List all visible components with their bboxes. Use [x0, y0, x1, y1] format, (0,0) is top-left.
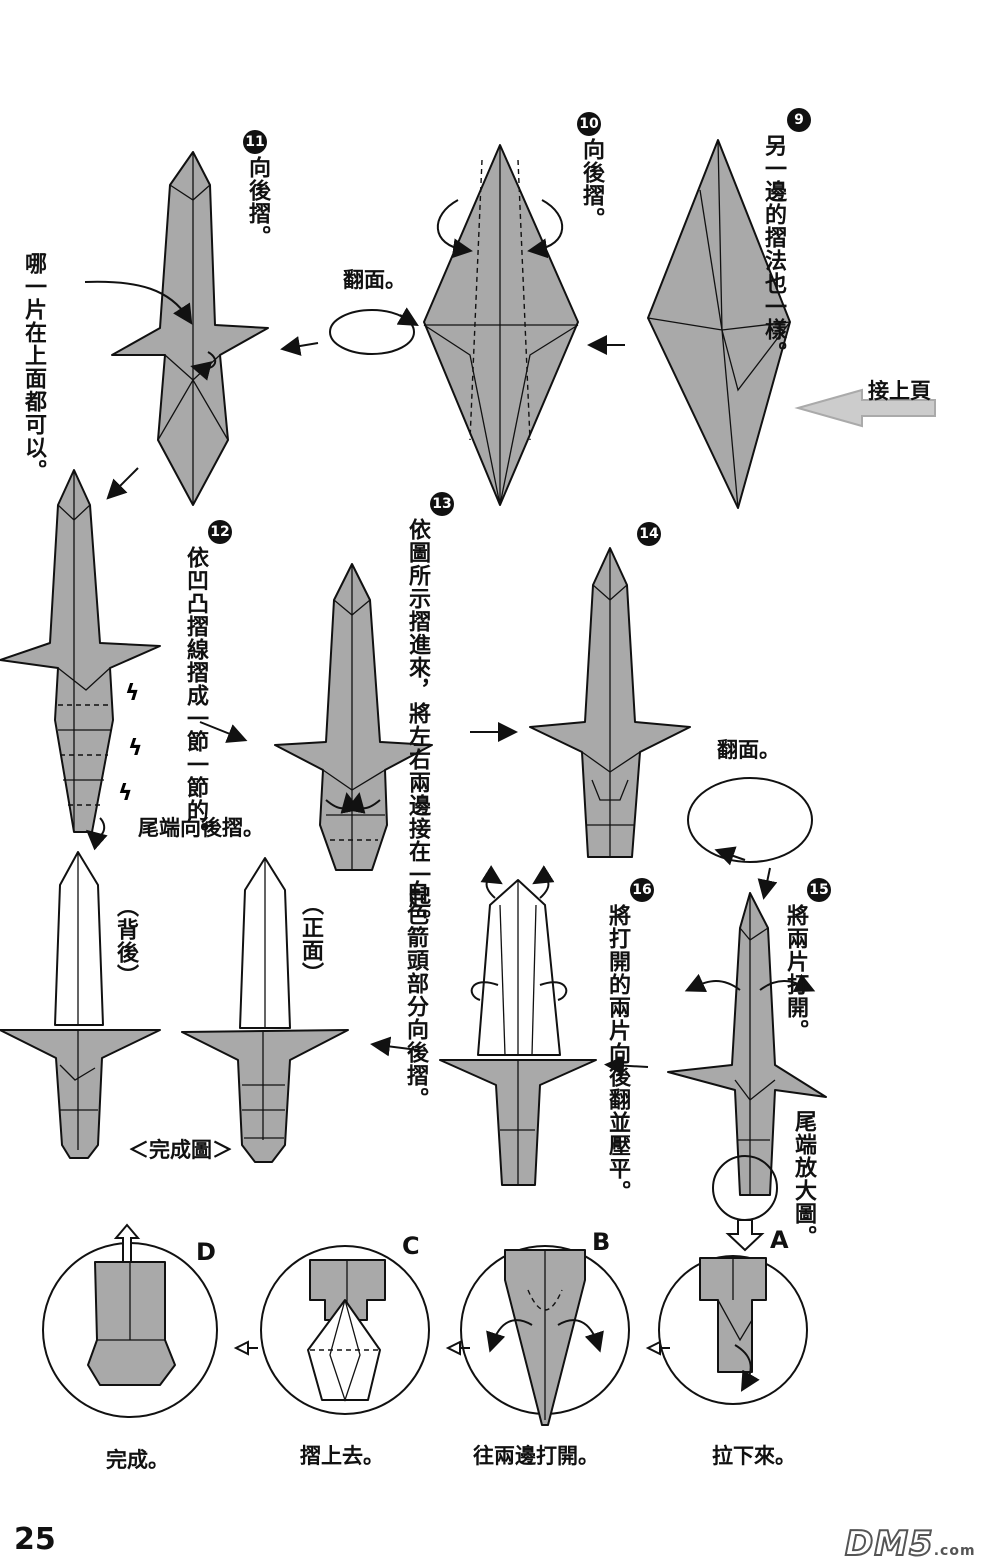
step10-figure [423, 144, 579, 506]
arrow-14-to-15 [757, 867, 778, 900]
step14-figure [529, 547, 691, 858]
detail-d-figure [42, 1223, 218, 1418]
either-piece-note: 哪一片在上面都可以。 [21, 252, 46, 482]
detail-d-caption: 完成。 [106, 1448, 169, 1472]
step15-figure [667, 892, 827, 1252]
step9-instruction: 另一邊的摺法也一樣。 [761, 134, 786, 364]
step11-figure [84, 151, 269, 506]
detail-a-letter: A [770, 1226, 789, 1254]
flip-ellipse-2 [687, 777, 813, 863]
step9-figure [647, 139, 791, 509]
detail-c-caption: 摺上去。 [300, 1444, 384, 1468]
watermark-logo: DM5.com [844, 1523, 976, 1565]
arrow-12-to-13 [199, 721, 248, 743]
finished-figure-label: ＜完成圖＞ [128, 1138, 233, 1162]
step-number-13: 13 [430, 492, 454, 516]
step15-instruction: 將兩片打開。 [783, 904, 808, 1042]
tail-fold-note: 尾端向後摺。 [138, 816, 264, 840]
detail-a-figure [658, 1255, 808, 1405]
arrow-10-to-11 [280, 336, 319, 356]
back-view-label: （背後） [113, 895, 138, 987]
tail-zoom-note: 尾端放大圖。 [791, 1110, 816, 1248]
white-arrow-note: 白色箭頭部分向後摺。 [403, 880, 428, 1110]
arrow-15-to-16 [604, 1055, 649, 1076]
step11-instruction: 向後摺。 [245, 156, 270, 248]
detail-b-figure [460, 1245, 630, 1426]
step13-instruction: 依圖所示摺進來，將左右兩邊接在一起。 [405, 518, 430, 932]
step-number-12: 12 [208, 520, 232, 544]
final-front-figure [181, 857, 349, 1163]
step-number-10: 10 [577, 112, 601, 136]
step-number-11: 11 [243, 130, 267, 154]
svg-text:ϟ: ϟ [118, 781, 133, 806]
final-back-figure [0, 851, 161, 1159]
svg-text:ϟ: ϟ [128, 736, 143, 761]
flip-note-1: 翻面。 [343, 268, 406, 292]
step12-figure [0, 469, 161, 851]
continue-note: 接上頁 [868, 379, 931, 403]
detail-d-letter: D [196, 1238, 216, 1266]
detail-c-figure [260, 1245, 430, 1415]
step-number-9: 9 [787, 108, 811, 132]
detail-b-caption: 往兩邊打開。 [473, 1444, 599, 1468]
step10-instruction: 向後摺。 [579, 138, 604, 230]
step16-instruction: 將打開的兩片向後翻並壓平。 [605, 904, 630, 1203]
detail-a-caption: 拉下來。 [712, 1444, 796, 1468]
svg-text:ϟ: ϟ [125, 681, 140, 706]
front-view-label: （正面） [298, 893, 323, 985]
continue-arrow [794, 388, 936, 428]
detail-b-letter: B [592, 1228, 611, 1256]
step13-figure [274, 563, 433, 871]
arrow-16-to-final [370, 1036, 419, 1057]
step12-instruction: 依凹凸摺線摺成一節一節的。 [183, 546, 208, 845]
step-number-15: 15 [807, 878, 831, 902]
step-number-16: 16 [630, 878, 654, 902]
flip-ellipse-1 [329, 309, 415, 355]
detail-c-letter: C [402, 1232, 420, 1260]
page-number: 25 [14, 1522, 56, 1557]
step16-figure [439, 865, 597, 1186]
arrow-11-to-12 [106, 467, 139, 500]
step-number-14: 14 [637, 522, 661, 546]
flip-note-2: 翻面。 [717, 738, 780, 762]
